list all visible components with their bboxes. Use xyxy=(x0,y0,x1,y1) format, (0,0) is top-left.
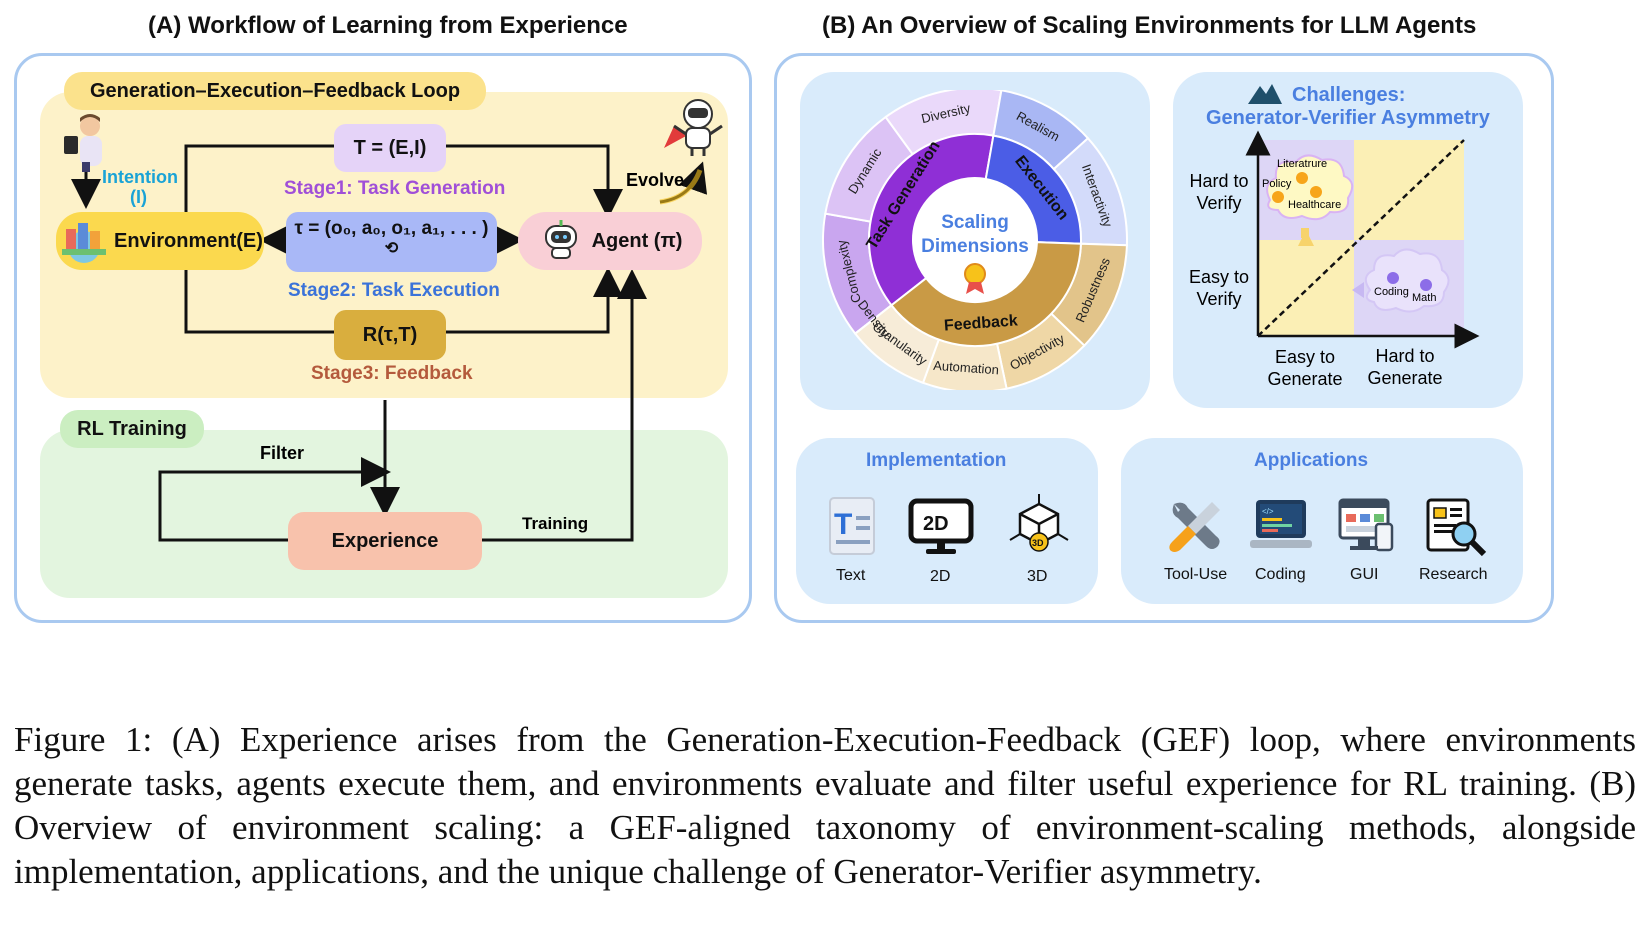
cloud-label-math: Math xyxy=(1412,292,1437,304)
figure-caption: Figure 1: (A) Experience arises from the… xyxy=(14,720,1636,891)
cloud-label-literature: Literatrure xyxy=(1277,158,1328,170)
y-hard-line1: Hard to xyxy=(1189,171,1249,191)
rl-training-label: RL Training xyxy=(60,410,204,448)
environment-node: Environment(E) xyxy=(56,212,264,270)
evolved-robot-icon xyxy=(664,99,723,156)
y-hard-line2: Verify xyxy=(1196,193,1242,213)
agent-label: Agent (π) xyxy=(591,229,683,252)
person-reading-icon xyxy=(64,114,102,172)
cloud-label-healthcare: Healthcare xyxy=(1288,199,1342,211)
panel-a-connectors xyxy=(71,144,708,542)
monitor-2d-icon: 2D xyxy=(908,498,974,554)
agent-node: Agent (π) xyxy=(518,212,702,270)
x-hard-line2: Generate xyxy=(1367,368,1443,388)
panel-a-title: (A) Workflow of Learning from Experience xyxy=(148,12,628,39)
applications-title: Applications xyxy=(1254,450,1369,471)
experience-node: Experience xyxy=(288,512,482,570)
evolve-label: Evolve xyxy=(626,170,685,190)
outer-label-automation: Automation xyxy=(933,358,1000,378)
wheel-center-line1: Scaling xyxy=(941,212,1009,233)
city-icon xyxy=(62,223,106,263)
y-label-hard-verify: Hard to Verify xyxy=(1186,170,1252,214)
asymmetry-title: Generator-Verifier Asymmetry xyxy=(1206,107,1490,129)
impl-2d-label: 2D xyxy=(930,568,951,585)
cycle-icon: ⟲ xyxy=(384,240,399,257)
cloud-label-coding: Coding xyxy=(1374,286,1409,298)
challenges-title: Challenges: xyxy=(1292,84,1406,106)
intention-symbol: (I) xyxy=(130,187,147,207)
app-research-label: Research xyxy=(1419,566,1488,583)
x-easy-line2: Generate xyxy=(1267,369,1343,389)
implementation-title: Implementation xyxy=(866,450,1007,471)
filter-label: Filter xyxy=(260,443,305,463)
trajectory-label: τ = (o₀, a₀, o₁, a₁, . . . ) xyxy=(294,218,489,239)
inner-label-feedback: Feedback xyxy=(943,312,1018,334)
medal-ribbon xyxy=(966,282,984,294)
intention-label: Intention xyxy=(102,167,178,187)
y-label-easy-verify: Easy to Verify xyxy=(1186,266,1252,310)
svg-text:T: T xyxy=(834,508,852,541)
x-easy-line1: Easy to xyxy=(1274,347,1336,367)
mountain-icon xyxy=(1248,84,1282,104)
x-label-easy-generate: Easy to Generate xyxy=(1264,346,1346,390)
x-hard-line1: Hard to xyxy=(1375,346,1435,366)
cube-3d-icon: 3D xyxy=(1009,494,1069,552)
stage1-label: Stage1: Task Generation xyxy=(284,178,506,199)
app-gui-label: GUI xyxy=(1350,566,1379,583)
svg-text:3D: 3D xyxy=(1032,538,1044,548)
y-easy-line1: Easy to xyxy=(1188,267,1250,287)
robot-icon xyxy=(544,220,577,259)
app-coding-label: Coding xyxy=(1255,566,1306,583)
task-box: T = (E,I) xyxy=(334,124,446,172)
medal-icon xyxy=(964,263,986,285)
environment-label: Environment(E) xyxy=(114,229,263,252)
panel-b-title: (B) An Overview of Scaling Environments … xyxy=(822,12,1477,39)
impl-text-label: Text xyxy=(836,567,866,584)
app-tool-use-label: Tool-Use xyxy=(1164,566,1228,583)
asymmetry-axes xyxy=(1245,130,1480,349)
stage3-label: Stage3: Feedback xyxy=(311,363,473,384)
trajectory-box: τ = (o₀, a₀, o₁, a₁, . . . ) ⟲ xyxy=(286,212,497,272)
impl-3d-label: 3D xyxy=(1027,568,1048,585)
wrench-screwdriver-icon xyxy=(1169,502,1220,552)
stage2-label: Stage2: Task Execution xyxy=(288,280,500,301)
svg-text:</>: </> xyxy=(1262,507,1274,516)
training-label: Training xyxy=(522,514,589,533)
x-label-hard-generate: Hard to Generate xyxy=(1364,345,1446,389)
text-doc-icon: T xyxy=(829,497,875,555)
cloud-label-policy: Policy xyxy=(1262,178,1292,190)
research-magnifier-icon xyxy=(1426,498,1487,557)
laptop-code-icon: </> xyxy=(1250,500,1312,548)
gui-window-icon xyxy=(1338,498,1394,552)
inner-segment-filler xyxy=(891,278,927,306)
reward-box: R(τ,T) xyxy=(334,310,446,360)
wheel-center-line2: Dimensions xyxy=(921,236,1029,257)
wheel-center xyxy=(913,178,1037,302)
svg-text:2D: 2D xyxy=(923,513,949,535)
y-easy-line2: Verify xyxy=(1196,289,1242,309)
quadrant-hard-verify-hard-gen xyxy=(1354,140,1464,240)
gef-loop-label: Generation–Execution–Feedback Loop xyxy=(64,72,486,110)
